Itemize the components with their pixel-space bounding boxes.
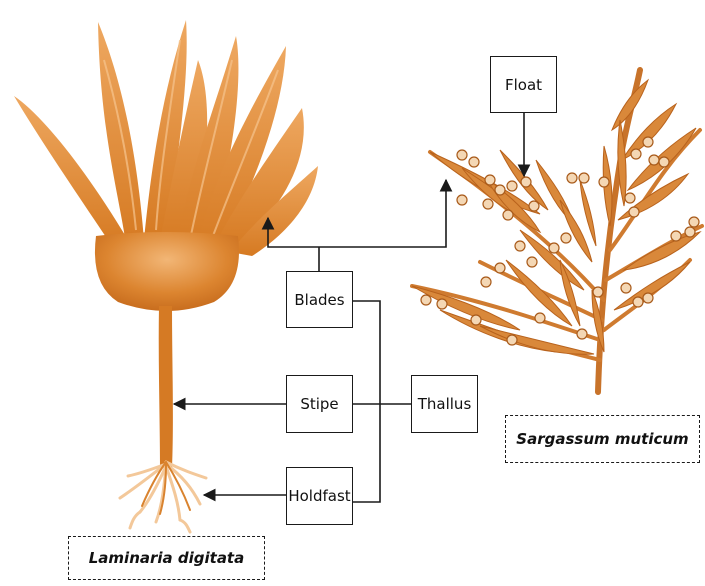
float-label-box: Float [490, 56, 557, 113]
laminaria-species-name: Laminaria digitata [89, 549, 244, 567]
blades-label: Blades [294, 291, 344, 309]
thallus-label-box: Thallus [411, 375, 478, 433]
laminaria-illustration [14, 20, 318, 532]
sargassum-blades [412, 80, 700, 354]
holdfast-label: Holdfast [288, 487, 350, 505]
blades-label-box: Blades [286, 271, 353, 328]
thallus-label: Thallus [418, 395, 472, 413]
thallus-bracket [353, 301, 380, 502]
stipe-label-box: Stipe [286, 375, 353, 433]
blades-arrow-sargassum [319, 180, 446, 247]
laminaria-species-box: Laminaria digitata [68, 536, 265, 580]
sargassum-species-box: Sargassum muticum [505, 415, 700, 463]
laminaria-blade-base [95, 232, 239, 311]
float-label: Float [505, 76, 542, 94]
stipe-label: Stipe [300, 395, 338, 413]
laminaria-stipe [159, 306, 173, 468]
sargassum-species-name: Sargassum muticum [516, 430, 688, 448]
sargassum-illustration [412, 70, 702, 392]
holdfast-label-box: Holdfast [286, 467, 353, 525]
